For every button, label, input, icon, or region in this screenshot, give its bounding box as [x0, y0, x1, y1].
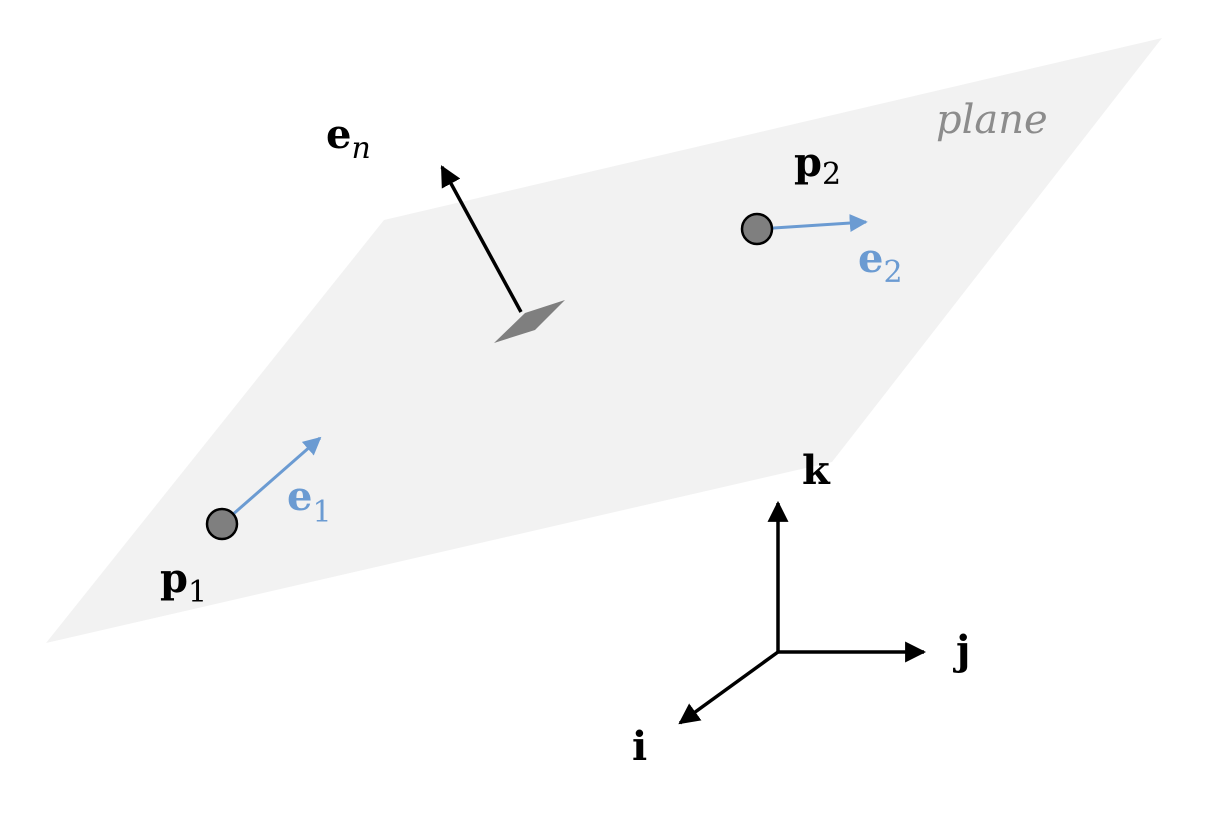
p1-label: p1 — [160, 555, 207, 610]
e1-vector-arrow — [222, 436, 322, 525]
e1-label: e1 — [287, 473, 332, 530]
e1-label-sub: 1 — [312, 495, 331, 530]
point-p2 — [740, 212, 774, 246]
surface-patch — [494, 300, 565, 343]
axis-j-label: j — [953, 627, 970, 674]
p1-label-sub: 1 — [188, 575, 207, 610]
axis-i-label: i — [632, 723, 647, 770]
p2-label: p2 — [794, 139, 841, 192]
p2-label-base: p — [794, 139, 822, 186]
p1-label-base: p — [160, 555, 188, 602]
axis-k-label: k — [802, 447, 831, 494]
normal-label-sub: n — [351, 131, 370, 166]
plane-surface — [46, 38, 1162, 643]
e1-label-base: e — [287, 473, 312, 520]
plane-label: plane — [936, 97, 1048, 143]
p2-label-sub: 2 — [822, 157, 841, 192]
e2-label-base: e — [858, 235, 883, 282]
e2-label: e2 — [858, 235, 903, 290]
axis-i-arrow — [678, 650, 780, 725]
normal-label-base: e — [326, 111, 351, 158]
normal-vector-label: en — [326, 111, 371, 166]
e2-label-sub: 2 — [883, 255, 902, 290]
point-p1 — [205, 507, 239, 541]
normal-vector-arrow — [440, 165, 523, 313]
e2-vector-arrow — [757, 214, 868, 233]
